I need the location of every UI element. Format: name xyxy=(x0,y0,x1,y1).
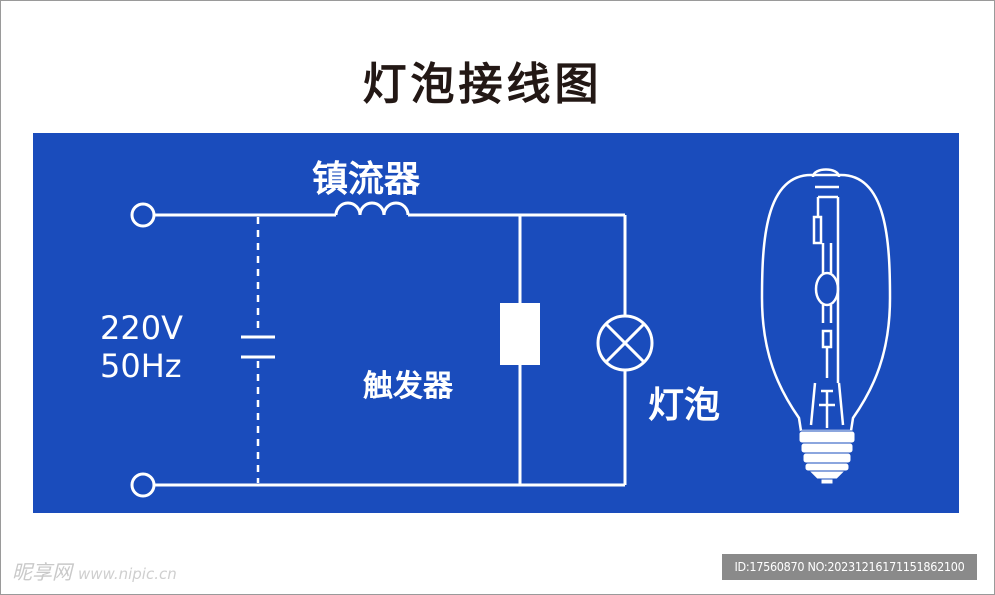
wiring-diagram-panel: 镇流器 220V 50Hz 触发器 灯泡 xyxy=(33,133,959,513)
frequency-label: 50Hz xyxy=(100,347,182,385)
trigger-label: 触发器 xyxy=(363,369,453,404)
power-terminal-bottom xyxy=(130,472,156,498)
ballast-label: 镇流器 xyxy=(312,159,421,200)
diagram-title: 灯泡接线图 xyxy=(362,59,603,110)
power-terminal-top xyxy=(130,202,156,228)
lamp-cross-2 xyxy=(604,322,646,364)
watermark-brand: 昵享网 xyxy=(12,560,72,584)
lamp-label: 灯泡 xyxy=(648,385,721,426)
bulb-tip xyxy=(811,168,841,178)
ballast-inductor xyxy=(334,201,410,216)
bulb-base xyxy=(798,430,856,485)
watermark-site: www.nipic.cn xyxy=(78,565,177,583)
circuit-schematic xyxy=(130,168,892,498)
image-id-strip: ID:17560870 NO:20231216171151862100 xyxy=(722,554,977,580)
watermark: 昵享网 www.nipic.cn xyxy=(12,556,177,585)
trigger-box xyxy=(500,303,540,365)
lamp-symbol xyxy=(596,314,654,372)
voltage-label: 220V xyxy=(100,309,183,347)
bulb-illustration xyxy=(760,168,892,433)
